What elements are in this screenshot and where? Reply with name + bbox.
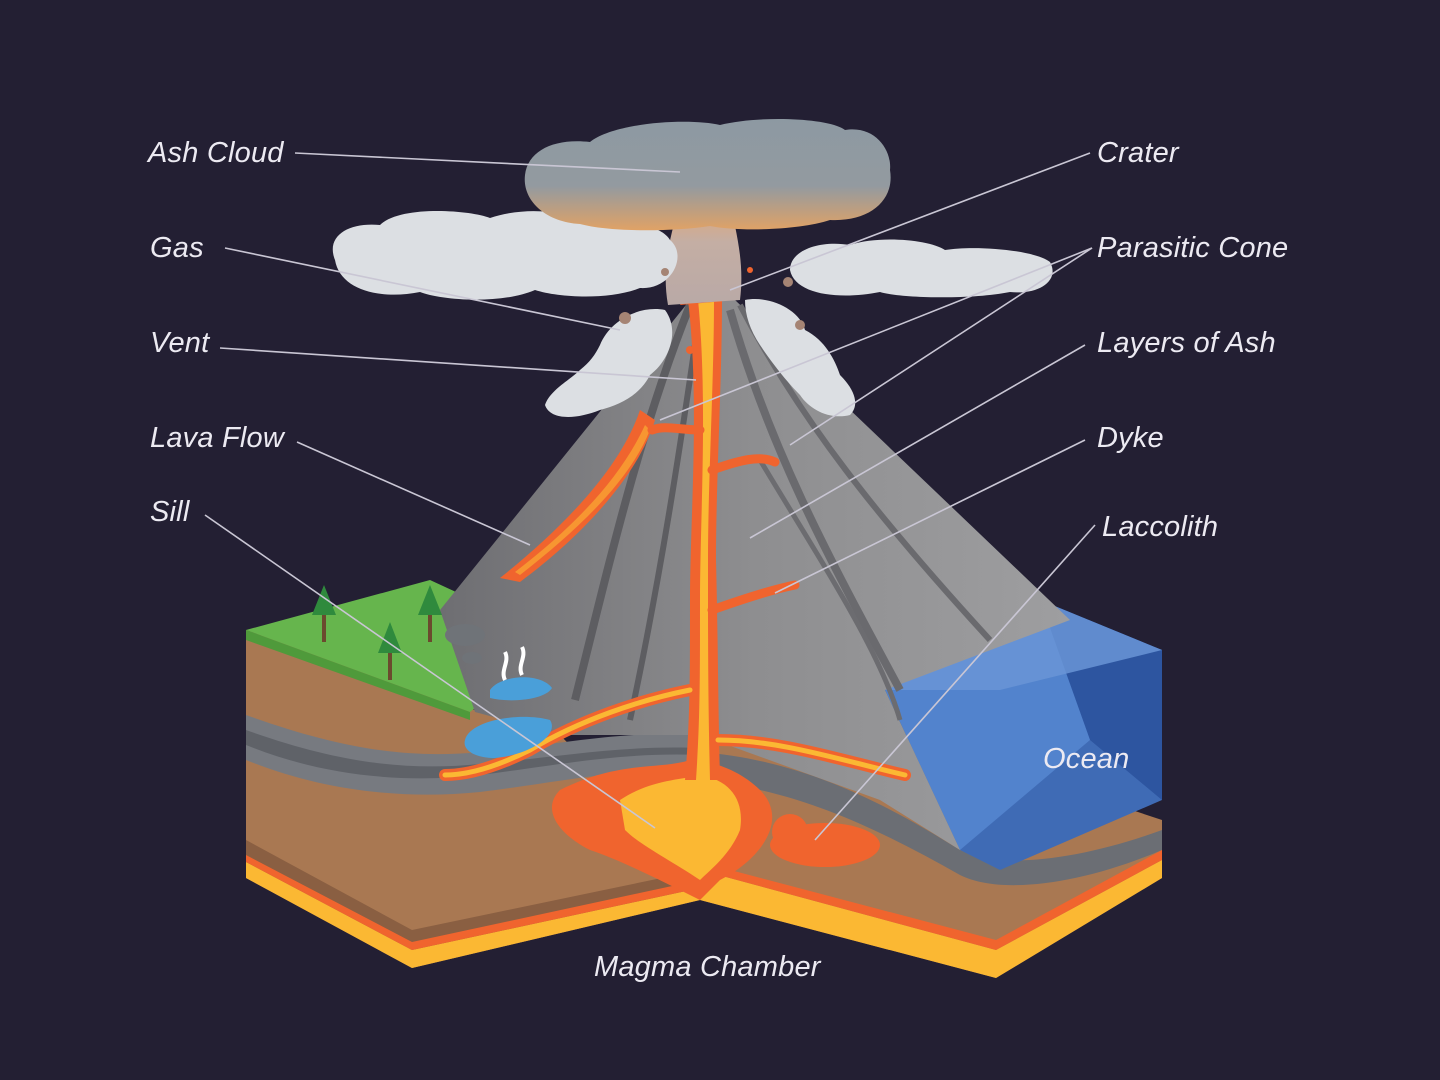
leader-dyke [774,439,1086,594]
label-laccolith: Laccolith [1102,511,1219,543]
leader-gas [224,247,621,331]
leader-vent [219,347,697,381]
leader-crater [729,152,1091,291]
label-magma-chamber: Magma Chamber [594,951,821,983]
label-ocean: Ocean [1043,743,1130,775]
leader-lines [204,152,1096,841]
leader-lava-flow [296,441,531,546]
label-parasitic-cone: Parasitic Cone [1097,232,1289,264]
label-lava-flow: Lava Flow [150,422,284,454]
leader-layers-of-ash [749,344,1086,539]
leader-ash-cloud [294,152,681,173]
label-crater: Crater [1097,137,1179,169]
leader-laccolith [814,524,1096,841]
eruption [332,118,1053,417]
leader-parasitic-cone-2 [789,247,1093,446]
label-layers-of-ash: Layers of Ash [1097,327,1276,359]
label-dyke: Dyke [1097,422,1164,454]
leader-parasitic-cone-1 [659,247,1093,421]
label-sill: Sill [150,496,190,528]
lava-flow-shape [500,410,655,582]
leader-sill [204,514,656,829]
label-ash-cloud: Ash Cloud [148,137,284,169]
label-vent: Vent [150,327,210,359]
surface-features [312,585,552,758]
label-gas: Gas [150,232,204,264]
magma-system [439,270,911,900]
